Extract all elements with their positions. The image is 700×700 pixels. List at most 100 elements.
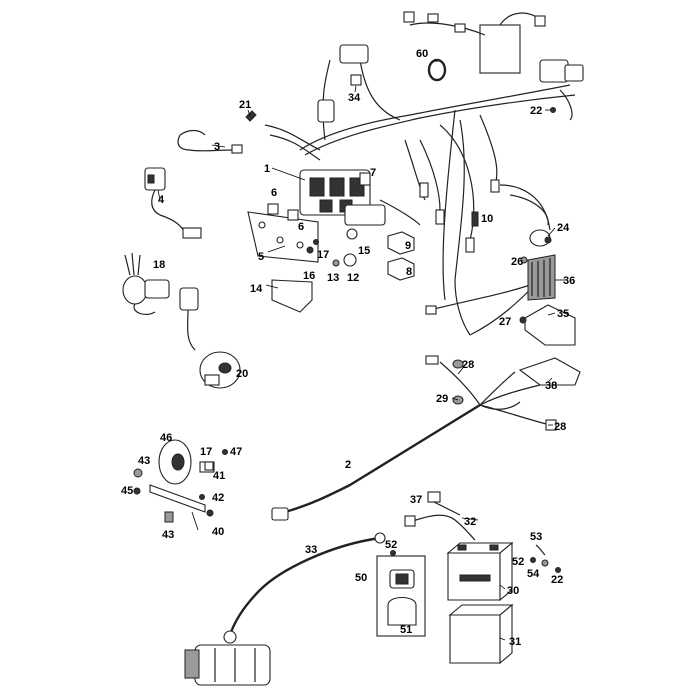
nut-54 — [541, 559, 549, 567]
grommet-12 — [343, 253, 357, 267]
screw-40 — [206, 509, 214, 517]
nut-13 — [332, 259, 340, 267]
callout-45: 45 — [121, 485, 133, 497]
cable-tie-60 — [427, 58, 447, 82]
mounting-plate-5 — [247, 203, 319, 263]
callout-12: 12 — [347, 272, 359, 284]
callout-33: 33 — [305, 544, 317, 556]
leader-lines — [157, 59, 565, 641]
callout-1: 1 — [264, 163, 270, 175]
callout-29: 29 — [436, 393, 448, 405]
callout-40: 40 — [212, 526, 224, 538]
grommet-28-top — [452, 359, 464, 369]
callout-24: 24 — [557, 222, 570, 234]
callout-47: 47 — [230, 446, 242, 458]
battery-box-31 — [448, 603, 514, 665]
callout-36: 36 — [563, 275, 575, 287]
callout-10: 10 — [481, 213, 493, 225]
callout-17b: 17 — [200, 446, 212, 458]
callout-30: 30 — [507, 585, 519, 597]
callout-46: 46 — [160, 432, 172, 444]
callout-7: 7 — [370, 167, 376, 179]
screw-22-top — [550, 107, 556, 113]
relay-9 — [387, 231, 415, 255]
callout-54: 54 — [527, 568, 540, 580]
screw-17 — [313, 239, 319, 245]
nut-26 — [520, 256, 528, 264]
callout-34: 34 — [348, 92, 361, 104]
callout-26: 26 — [511, 256, 523, 268]
callout-2: 2 — [345, 459, 351, 471]
callout-32: 32 — [464, 516, 476, 528]
callout-50: 50 — [355, 572, 367, 584]
bulb-21 — [245, 110, 257, 122]
sensor-lead-3 — [177, 129, 243, 154]
callout-43a: 43 — [138, 455, 150, 467]
callout-37: 37 — [410, 494, 422, 506]
starter-motor — [184, 644, 271, 686]
callout-15: 15 — [358, 245, 370, 257]
sidestand-switch-24 — [509, 194, 552, 247]
callout-13: 13 — [327, 272, 339, 284]
starter-relay-box — [376, 555, 426, 637]
battery-30 — [446, 541, 514, 602]
callout-28b: 28 — [554, 421, 566, 433]
grommet-15 — [346, 228, 358, 240]
callout-51: 51 — [400, 624, 412, 636]
callout-41: 41 — [213, 470, 225, 482]
nut-43-top — [133, 468, 143, 478]
screw-16 — [306, 246, 314, 254]
callout-20: 20 — [236, 368, 248, 380]
clip-41 — [204, 461, 214, 471]
fuse-holder-37 — [427, 491, 441, 503]
callout-9: 9 — [405, 240, 411, 252]
screw-47 — [222, 449, 228, 455]
bracket-35 — [524, 304, 576, 346]
starter-cable-33 — [223, 532, 386, 644]
callout-28a: 28 — [462, 359, 474, 371]
callout-5: 5 — [258, 251, 264, 263]
callout-14: 14 — [250, 283, 263, 295]
regulator-36 — [527, 254, 556, 301]
callout-31: 31 — [509, 636, 521, 648]
callout-17a: 17 — [317, 249, 329, 261]
callout-52b: 52 — [512, 556, 524, 568]
relay-8 — [387, 257, 415, 281]
callout-42: 42 — [212, 492, 224, 504]
callout-6b: 6 — [298, 221, 304, 233]
callout-6a: 6 — [271, 187, 277, 199]
callout-52a: 52 — [385, 539, 397, 551]
callout-53: 53 — [530, 531, 542, 543]
screw-52-left — [390, 550, 396, 556]
sensor-10 — [471, 211, 479, 227]
cover-38 — [518, 357, 581, 386]
callout-4: 4 — [158, 194, 165, 206]
callout-22a: 22 — [530, 105, 542, 117]
clip-34 — [350, 74, 362, 86]
callout-60: 60 — [416, 48, 428, 60]
nut-43-bottom — [164, 511, 174, 523]
callout-43b: 43 — [162, 529, 174, 541]
screw-45 — [133, 487, 141, 495]
callout-8: 8 — [406, 266, 412, 278]
handlebar-switch-20 — [179, 287, 241, 389]
callout-18: 18 — [153, 259, 165, 271]
callout-16: 16 — [303, 270, 315, 282]
clip-7 — [359, 172, 371, 186]
callout-38: 38 — [545, 380, 557, 392]
screw-42 — [199, 494, 205, 500]
screw-27 — [519, 316, 527, 324]
switch-4 — [144, 167, 202, 239]
callout-21: 21 — [239, 99, 251, 111]
bracket-14 — [271, 279, 313, 313]
callout-22b: 22 — [551, 574, 563, 586]
callout-labels: 1 2 3 4 5 6 6 7 8 9 10 12 13 14 15 16 17… — [121, 48, 575, 648]
screw-22-bottom — [555, 567, 561, 573]
battery-lead-53 — [535, 544, 546, 556]
connector-18 — [122, 252, 170, 316]
callout-3: 3 — [214, 141, 220, 153]
callout-35: 35 — [557, 308, 569, 320]
callout-27: 27 — [499, 316, 511, 328]
screw-52-right — [530, 557, 536, 563]
